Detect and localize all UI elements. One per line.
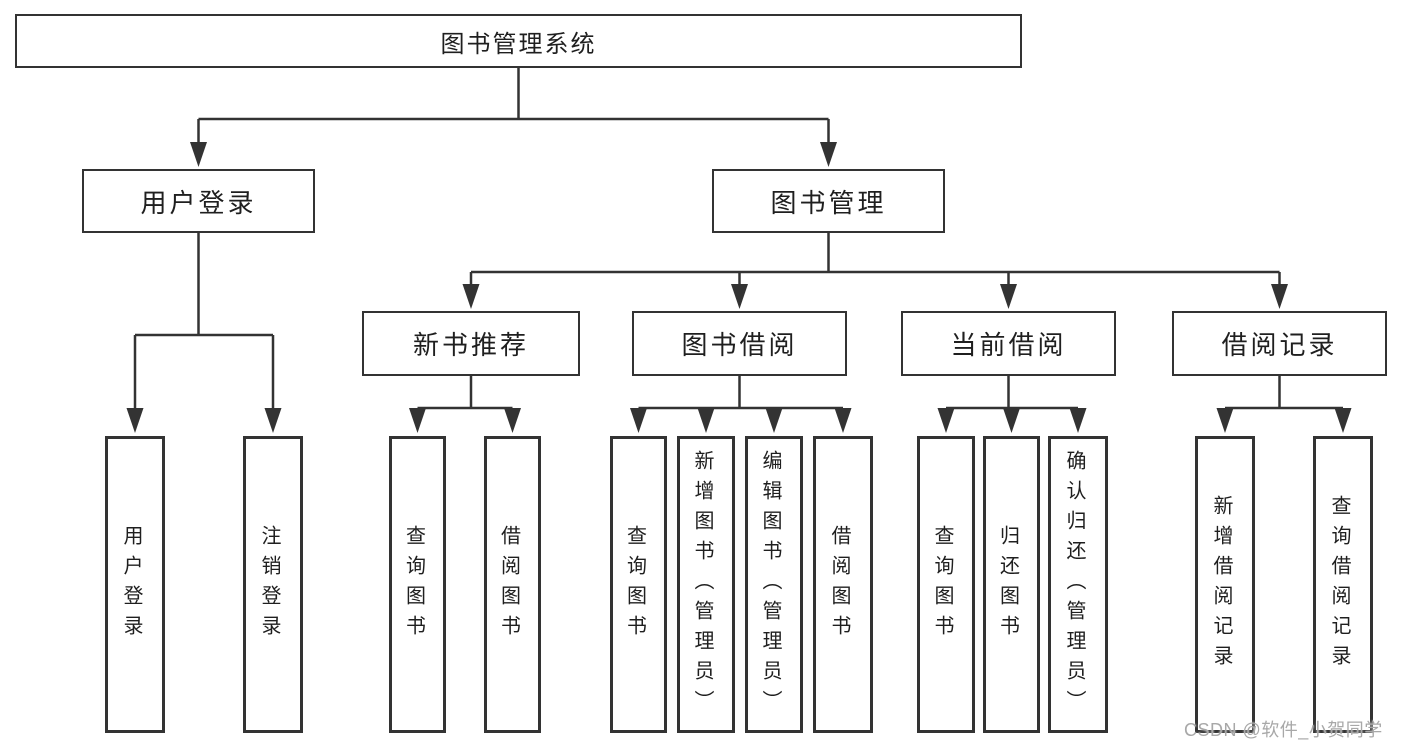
leaf-logout: 注销登录 xyxy=(243,436,303,733)
node-book-borrowing: 图书借阅 xyxy=(632,311,847,376)
leaf-borrow-books-label: 借阅图书 xyxy=(828,524,850,645)
leaf-query-books-borrow: 查询图书 xyxy=(610,436,667,733)
leaf-add-borrow-record: 新增借阅记录 xyxy=(1195,436,1255,733)
node-user-login: 用户登录 xyxy=(82,169,315,233)
leaf-query-books-current-label: 查询图书 xyxy=(931,524,953,645)
leaf-query-books-recommend-label: 查询图书 xyxy=(402,524,425,645)
leaf-borrow-books-recommend: 借阅图书 xyxy=(484,436,541,733)
leaf-confirm-return-admin: 确认归还（管理员） xyxy=(1048,436,1108,733)
csdn-watermark: CSDN @软件_小贺同学 xyxy=(1184,720,1383,740)
leaf-return-books: 归还图书 xyxy=(983,436,1040,733)
leaf-query-books-current: 查询图书 xyxy=(917,436,975,733)
leaf-query-books-borrow-label: 查询图书 xyxy=(623,524,646,645)
leaf-user-login: 用户登录 xyxy=(105,436,165,733)
leaf-logout-label: 注销登录 xyxy=(258,524,280,645)
leaf-add-books-admin-label: 新增图书（管理员） xyxy=(691,449,713,720)
leaf-return-books-label: 归还图书 xyxy=(996,524,1019,645)
leaf-borrow-books: 借阅图书 xyxy=(813,436,873,733)
leaf-edit-books-admin-label: 编辑图书（管理员） xyxy=(759,449,781,720)
node-current-borrowing: 当前借阅 xyxy=(901,311,1116,376)
leaf-add-borrow-record-label: 新增借阅记录 xyxy=(1210,494,1232,675)
leaf-edit-books-admin: 编辑图书（管理员） xyxy=(745,436,803,733)
leaf-confirm-return-admin-label: 确认归还（管理员） xyxy=(1063,449,1085,720)
leaf-user-login-label: 用户登录 xyxy=(120,524,142,645)
leaf-borrow-books-recommend-label: 借阅图书 xyxy=(497,524,520,645)
arrowheads xyxy=(126,142,1352,433)
leaf-query-borrow-record-label: 查询借阅记录 xyxy=(1328,494,1350,675)
leaf-query-borrow-record: 查询借阅记录 xyxy=(1313,436,1373,733)
node-book-management: 图书管理 xyxy=(712,169,945,233)
node-borrowing-records: 借阅记录 xyxy=(1172,311,1387,376)
leaf-add-books-admin: 新增图书（管理员） xyxy=(677,436,735,733)
node-library-management-system: 图书管理系统 xyxy=(15,14,1022,68)
node-new-book-recommendation: 新书推荐 xyxy=(362,311,580,376)
leaf-query-books-recommend: 查询图书 xyxy=(389,436,446,733)
